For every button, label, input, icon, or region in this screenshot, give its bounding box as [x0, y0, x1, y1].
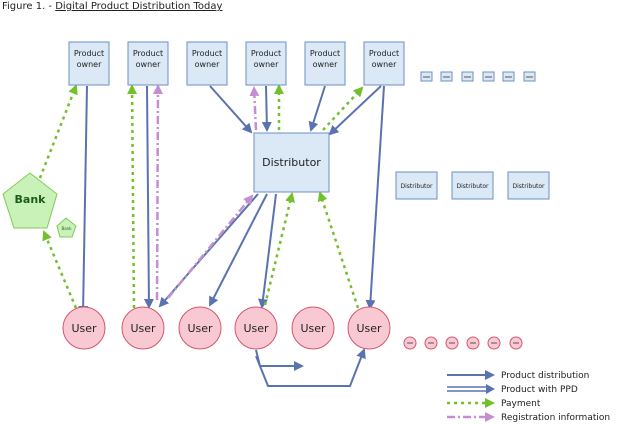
- user-label: User: [187, 322, 213, 335]
- product-owner-group: ProductownerProductownerProductownerProd…: [68, 41, 405, 86]
- product-owner-label: owner: [77, 60, 102, 69]
- arrow-distribution: [258, 193, 277, 309]
- product-owner-label: Product: [192, 49, 222, 58]
- user-label: User: [130, 322, 156, 335]
- mini-user-icons: [403, 336, 523, 350]
- product-owner-label: owner: [136, 60, 161, 69]
- legend-item: Registration information: [447, 412, 610, 423]
- product-owner-label: owner: [254, 60, 279, 69]
- legend-label: Product with PPD: [501, 385, 578, 395]
- product-owner-box: [245, 41, 287, 86]
- product-owner-label: owner: [313, 60, 338, 69]
- product-owner-node: Product owner: [245, 41, 287, 86]
- figure-title: Digital Product Distribution Today: [55, 1, 222, 12]
- arrow-payment: [38, 84, 78, 179]
- small-distributor-box: [507, 171, 550, 200]
- arrow-distribution: [308, 85, 326, 132]
- legend-label: Registration information: [501, 413, 610, 423]
- arrow-payment: [42, 230, 78, 309]
- arrow-distribution: [78, 85, 89, 316]
- mini-owner-icons: [420, 71, 536, 82]
- arrow-registration: [152, 84, 163, 301]
- figure-caption: Figure 1. - Digital Product Distribution…: [2, 1, 222, 12]
- product-owner-box: [363, 41, 405, 86]
- distributor-label: Distributor: [262, 156, 321, 169]
- legend-item: Product with PPD: [447, 384, 578, 395]
- user-label: User: [71, 322, 97, 335]
- user-label: User: [243, 322, 269, 335]
- arrow-payment: [263, 192, 295, 306]
- product-owner-node: Product owner: [68, 41, 110, 86]
- product-owner-box: [127, 41, 169, 86]
- user-node: User: [178, 306, 222, 350]
- product-owner-box: [304, 41, 346, 86]
- user-node: User: [234, 306, 278, 350]
- small-distributor-group: Distributor Distributor Distributor: [395, 171, 550, 200]
- distributor-box: [253, 132, 330, 193]
- arrows-layer: [38, 84, 385, 387]
- small-distributor-label: Distributor: [456, 183, 489, 190]
- product-owner-node: Product owner: [363, 41, 405, 86]
- arrow-distribution: [261, 85, 272, 132]
- user-label: User: [356, 322, 382, 335]
- arrow-payment: [317, 191, 360, 309]
- product-owner-label: Product: [74, 49, 104, 58]
- small-distributor-label: Distributor: [512, 183, 545, 190]
- user-circle: [234, 306, 278, 350]
- arrow-distribution: [209, 193, 268, 307]
- bank-node: Bank Bank: [2, 172, 77, 238]
- user-node: User: [62, 306, 106, 350]
- legend-item: Product distribution: [447, 370, 589, 381]
- arrow-distribution: [143, 85, 154, 309]
- user-node: User: [291, 306, 335, 350]
- legend-label: Product distribution: [501, 371, 589, 381]
- bank-pentagon: [2, 172, 58, 229]
- product-owner-label: owner: [195, 60, 220, 69]
- product-owner-node: Product owner: [304, 41, 346, 86]
- product-owner-label: Product: [310, 49, 340, 58]
- user-node: User: [347, 306, 391, 350]
- product-owner-node: Product owner: [186, 41, 228, 86]
- product-owner-label: Product: [133, 49, 163, 58]
- arrow-registration: [167, 194, 254, 299]
- user-group: User User User User User User: [62, 306, 391, 350]
- product-owner-label: owner: [372, 60, 397, 69]
- small-distributor-label: Distributor: [400, 183, 433, 190]
- distributor-node: Distributor: [253, 132, 330, 193]
- arrow-distribution: [209, 85, 253, 134]
- product-owner-label: Product: [251, 49, 281, 58]
- user-circle: [121, 306, 165, 350]
- user-circle: [347, 306, 391, 350]
- arrow-payment: [322, 86, 364, 131]
- arrow-distribution: [365, 85, 385, 310]
- product-owner-box: [186, 41, 228, 86]
- small-bank-label: Bank: [61, 226, 72, 231]
- arrow-distribution: [158, 193, 259, 308]
- small-bank-pentagon: [56, 217, 77, 238]
- user-label: User: [300, 322, 326, 335]
- user-node: User: [121, 306, 165, 350]
- figure-label: Figure 1. -: [2, 1, 55, 12]
- arrow-payment: [127, 84, 138, 309]
- user-circle: [62, 306, 106, 350]
- arrow-ppd: [255, 348, 366, 387]
- user-circle: [178, 306, 222, 350]
- legend-label: Payment: [501, 399, 541, 409]
- small-distributor-box: [451, 171, 494, 200]
- product-owner-box: [68, 41, 110, 86]
- bank-label: Bank: [15, 193, 47, 206]
- arrow-distribution: [328, 85, 382, 136]
- user-circle: [291, 306, 335, 350]
- legend-swatch-head: [486, 384, 495, 394]
- small-distributor-box: [395, 171, 438, 200]
- product-owner-node: Product owner: [127, 41, 169, 86]
- arrow-registration: [249, 86, 260, 131]
- product-owner-label: Product: [369, 49, 399, 58]
- legend-item: Payment: [447, 398, 541, 409]
